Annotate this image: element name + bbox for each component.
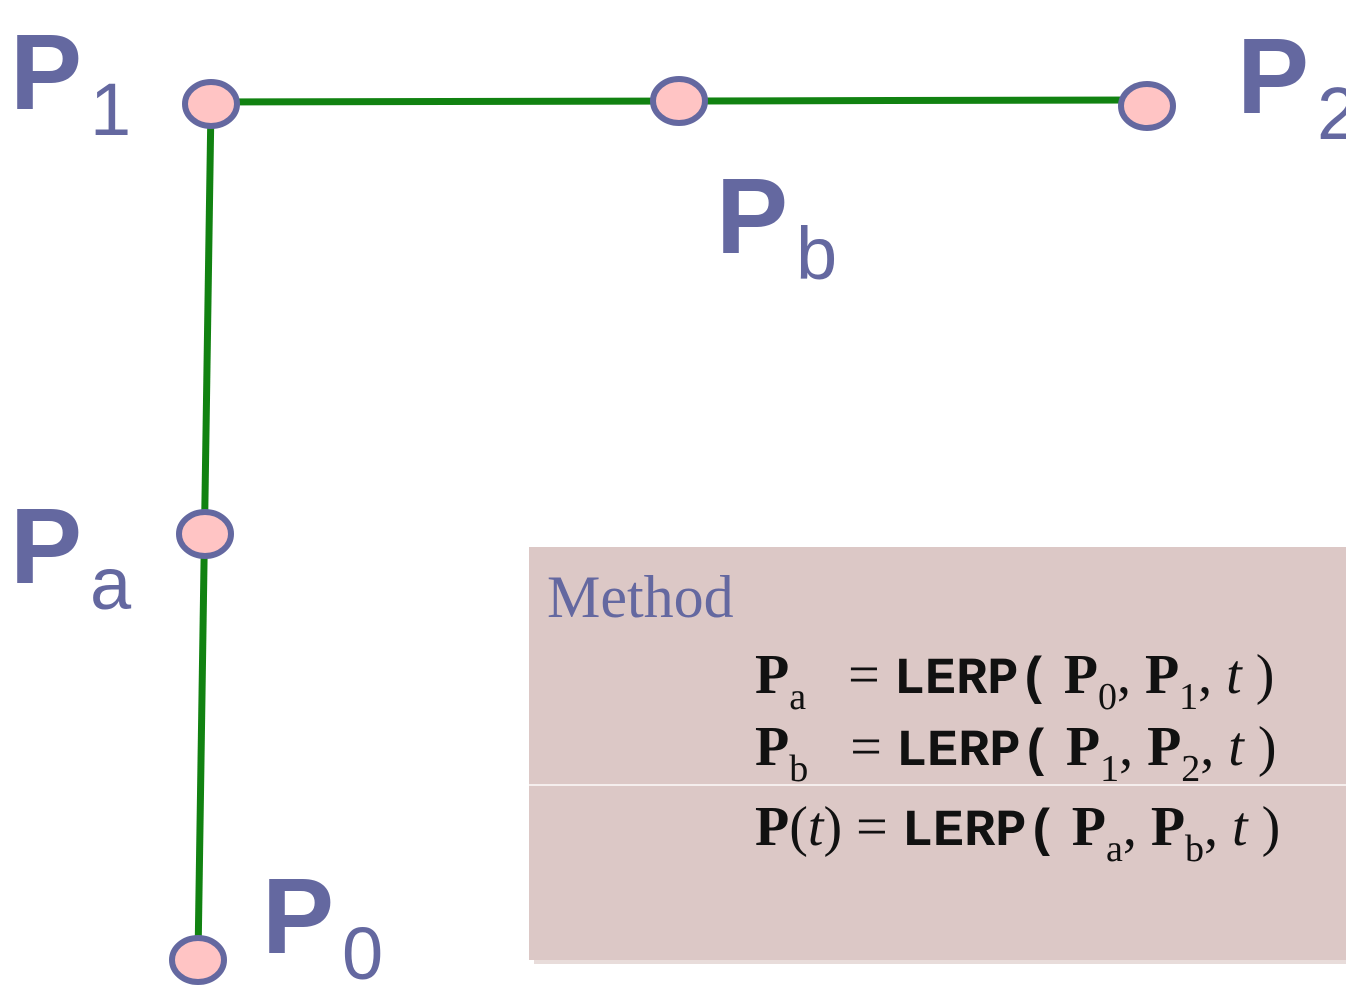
point-pb xyxy=(650,76,708,126)
point-p2 xyxy=(1118,81,1176,131)
equation-pa: Pa = LERP( P0, P1, t ) xyxy=(755,644,1275,718)
method-title: Method xyxy=(547,564,734,630)
point-p1 xyxy=(182,79,240,129)
point-p0 xyxy=(169,935,227,985)
point-pa xyxy=(176,509,234,559)
method-box: Method Pa = LERP( P0, P1, t ) Pb = LERP(… xyxy=(529,547,1346,960)
equation-pb: Pb = LERP( P1, P2, t ) xyxy=(755,716,1277,790)
equation-pt: P(t) = LERP( Pa, Pb, t ) xyxy=(755,796,1281,870)
method-divider xyxy=(529,784,1346,786)
